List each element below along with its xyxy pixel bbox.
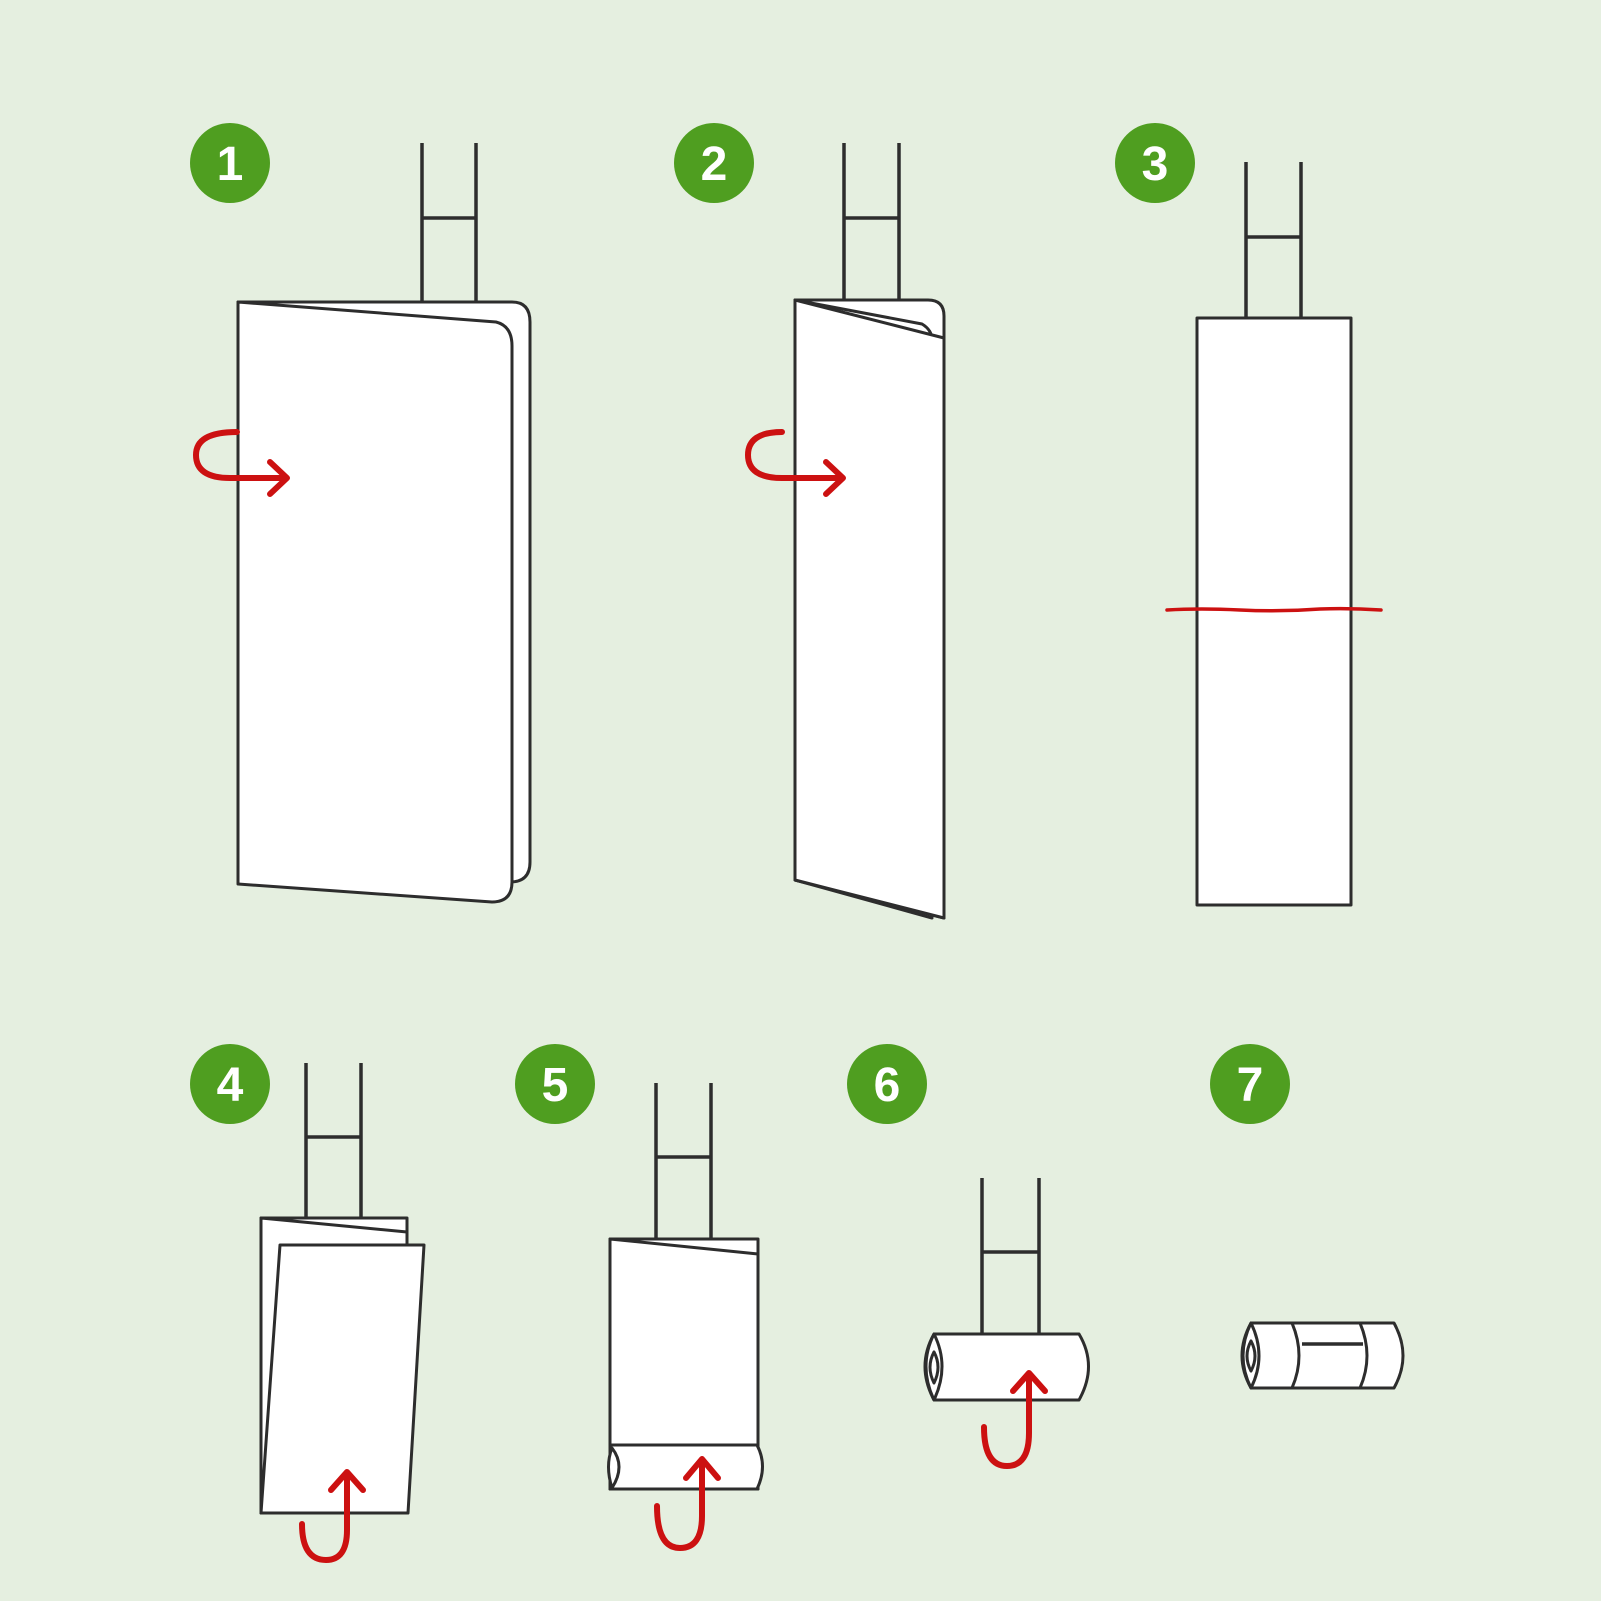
step-1-number: 1 bbox=[217, 138, 244, 191]
step-1-fold-arrow bbox=[193, 429, 290, 497]
step-4-strap bbox=[304, 1063, 363, 1218]
step-1-strap bbox=[420, 143, 478, 303]
step-2-number: 2 bbox=[701, 138, 728, 191]
step-4-number: 4 bbox=[217, 1059, 244, 1112]
step-1: 1 bbox=[190, 123, 532, 904]
step-7-badge: 7 bbox=[1210, 1044, 1290, 1124]
step-3-number: 3 bbox=[1142, 138, 1169, 191]
step-2-strap bbox=[842, 143, 901, 302]
step-3-folded-strip bbox=[1195, 316, 1353, 907]
step-2: 2 bbox=[674, 123, 946, 920]
step-7: 7 bbox=[1210, 1044, 1405, 1390]
step-3-strap bbox=[1244, 162, 1303, 318]
step-6-strap bbox=[980, 1178, 1041, 1334]
step-7-finished-roll bbox=[1240, 1321, 1405, 1390]
step-3: 3 bbox=[1115, 123, 1383, 907]
step-4-folded-in-half bbox=[259, 1216, 426, 1515]
step-1-unfolded-paper bbox=[236, 300, 532, 904]
step-2-half-folded-paper bbox=[793, 298, 946, 920]
step-5-rolling-up bbox=[607, 1237, 764, 1491]
step-5-number: 5 bbox=[542, 1059, 569, 1112]
step-5-badge: 5 bbox=[515, 1044, 595, 1124]
step-4: 4 bbox=[190, 1044, 426, 1563]
step-3-fold-line bbox=[1165, 606, 1383, 613]
step-2-fold-arrow bbox=[745, 429, 846, 497]
step-2-badge: 2 bbox=[674, 123, 754, 203]
step-6-rolled-paper bbox=[923, 1332, 1090, 1402]
step-7-strap-loop bbox=[1290, 1321, 1369, 1390]
step-3-badge: 3 bbox=[1115, 123, 1195, 203]
step-6-number: 6 bbox=[874, 1059, 901, 1112]
step-7-number: 7 bbox=[1237, 1059, 1264, 1112]
step-4-badge: 4 bbox=[190, 1044, 270, 1124]
step-1-badge: 1 bbox=[190, 123, 270, 203]
step-6-badge: 6 bbox=[847, 1044, 927, 1124]
step-5-fold-arrow bbox=[654, 1456, 721, 1551]
step-5-strap bbox=[654, 1083, 713, 1239]
step-4-fold-arrow bbox=[299, 1469, 366, 1563]
step-6-fold-arrow bbox=[981, 1370, 1048, 1469]
step-6: 6 bbox=[847, 1044, 1090, 1469]
step-5: 5 bbox=[515, 1044, 764, 1551]
